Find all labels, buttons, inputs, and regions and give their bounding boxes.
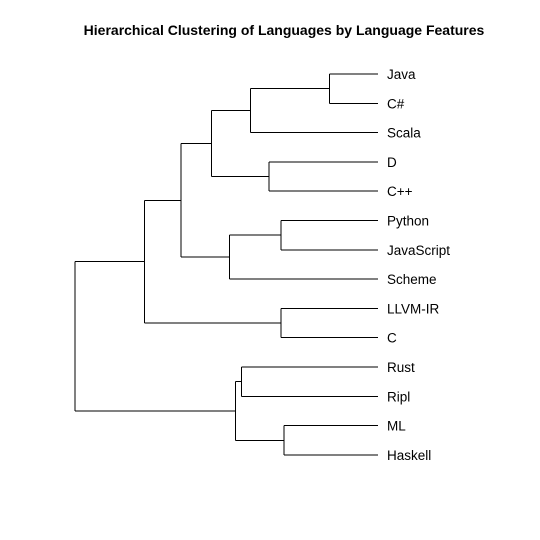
leaf-label-ml: ML — [387, 419, 406, 434]
leaf-label-scala: Scala — [387, 126, 421, 141]
leaf-label-c: C — [387, 331, 397, 346]
chart-title: Hierarchical Clustering of Languages by … — [84, 22, 485, 38]
leaf-label-c-: C# — [387, 96, 405, 111]
leaf-label-java: Java — [387, 67, 416, 82]
leaf-label-javascript: JavaScript — [387, 243, 450, 258]
leaf-label-haskell: Haskell — [387, 448, 431, 463]
leaf-label-rust: Rust — [387, 360, 415, 375]
leaf-label-ripl: Ripl — [387, 389, 410, 404]
dendrogram-branches — [74, 73, 378, 456]
leaf-label-llvm-ir: LLVM-IR — [387, 301, 440, 316]
leaf-label-c-: C++ — [387, 184, 413, 199]
leaf-label-scheme: Scheme — [387, 272, 437, 287]
leaf-label-d: D — [387, 155, 397, 170]
leaf-label-python: Python — [387, 214, 429, 229]
